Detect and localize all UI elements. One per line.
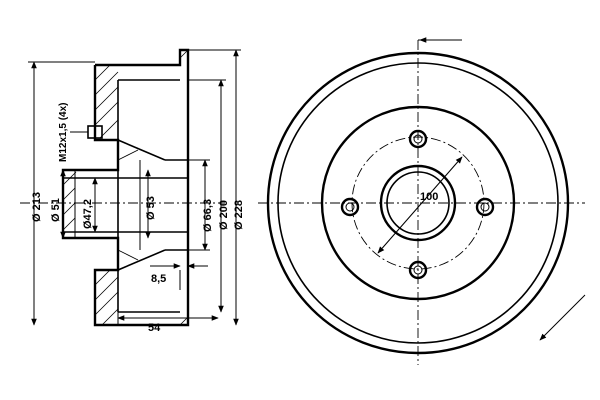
- dim-text-66: Ø 66,3: [202, 199, 214, 232]
- drum-inner-circle: [277, 62, 559, 344]
- bolt-hole: [475, 197, 495, 217]
- dim-text-213: Ø 213: [31, 192, 43, 222]
- dim-text-51: Ø 51: [50, 198, 62, 222]
- dim-text-thread: M12x1,5 (4x): [58, 103, 69, 162]
- pcd-dimension-line: [377, 156, 463, 254]
- hub-slope-top: [117, 139, 166, 161]
- dim-text-53: Ø 53: [145, 196, 157, 220]
- dim-text-47: Ø47,2: [82, 199, 94, 229]
- dim-text-54: 54: [148, 322, 161, 334]
- drum-face-circle: [320, 105, 516, 301]
- dim-text-pcd: 100: [420, 191, 438, 203]
- side-section-view: Ø 213 Ø 51 Ø47,2 Ø 53 M12x1,5 (4x) Ø 66,…: [20, 48, 245, 334]
- drum-section-outline: [61, 48, 190, 327]
- drum-outer-circle: [266, 51, 570, 355]
- section-hatching: [62, 49, 189, 326]
- dim-text-200: Ø 200: [218, 200, 230, 230]
- dim-text-85: 8,5: [151, 273, 166, 285]
- bottom-right-leader: [539, 294, 586, 341]
- dim-text-228: Ø 228: [233, 200, 245, 230]
- bolt-hole: [340, 197, 360, 217]
- bolt-hole: [408, 129, 428, 149]
- front-view: 100: [258, 37, 586, 365]
- hub-slope-bottom: [117, 249, 166, 271]
- bolt-hole: [408, 260, 428, 280]
